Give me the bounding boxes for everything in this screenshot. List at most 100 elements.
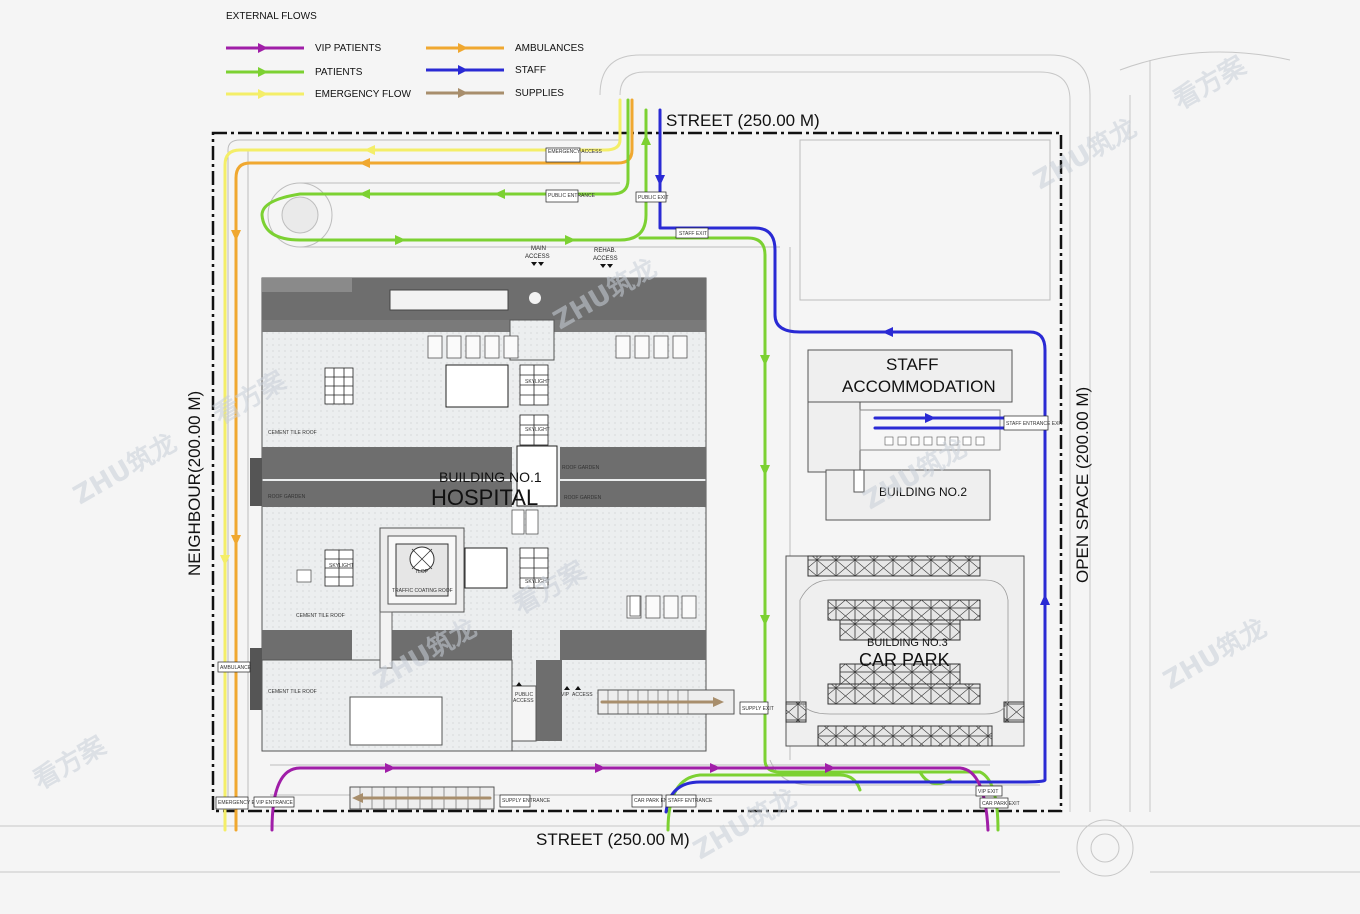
roof-label-garden-1: ROOF GARDEN <box>268 494 306 500</box>
staff-flow-path <box>658 108 1047 814</box>
carpark-number-label: BUILDING NO.3 <box>867 637 948 649</box>
carpark-name-label: CAR PARK <box>859 650 950 670</box>
staff-number-label: BUILDING NO.2 <box>879 485 967 499</box>
flow-arrow-1-3 <box>710 763 721 773</box>
vip-access-line2: ACCESS <box>572 692 593 698</box>
flow-arrow-5-2 <box>220 555 230 566</box>
emergency-flow-path <box>223 98 622 832</box>
roof-label-skylight-2: SKYLIGHT <box>525 427 550 433</box>
flow-arrow-1-2 <box>595 763 606 773</box>
internal-roads <box>227 139 1051 810</box>
supply-entrance-sign: SUPPLY ENTRANCE <box>502 798 551 804</box>
flow-arrow-6-2 <box>352 793 363 803</box>
staff-entrance-exit-sign: STAFF ENTRANCE EXIT <box>1006 421 1063 427</box>
roof-label-skylight-1: SKYLIGHT <box>525 379 550 385</box>
roof-labels: CEMENT TILE ROOF ROOF GARDEN ROOF GARDEN… <box>268 379 602 695</box>
ambulance-sign: AMBULANCE <box>220 665 252 671</box>
vip-exit-sign: VIP EXIT <box>978 789 998 795</box>
public-entrance-sign: PUBLIC ENTRANCE <box>548 193 596 199</box>
flow-arrow-6-1 <box>713 697 724 707</box>
site-labels: STREET (250.00 M) STREET (250.00 M) NEIG… <box>185 111 1092 849</box>
staff-accommodation-path <box>873 416 1007 430</box>
outer-roads <box>0 51 1360 877</box>
hospital-number-label: BUILDING NO.1 <box>439 469 542 485</box>
public-access-line2: ACCESS <box>513 698 534 704</box>
vip-entrance-sign: VIP ENTRANCE <box>256 800 294 806</box>
car-park-exit-sign: CAR PARK EXIT <box>982 801 1020 807</box>
legend-label-4: STAFF <box>515 65 546 76</box>
flow-arrow-2-8 <box>641 134 651 145</box>
patient-entrance-path <box>260 98 648 242</box>
flow-arrow-2-5 <box>760 355 770 366</box>
flow-arrow-2-7 <box>760 615 770 626</box>
street-top-label: STREET (250.00 M) <box>666 111 820 130</box>
roof-label-traffic: TRAFFIC COATING ROOF <box>392 588 453 594</box>
flow-arrow-3-1 <box>655 175 665 186</box>
skylights <box>324 364 549 589</box>
roof-label-tlop: TLOP <box>415 569 429 575</box>
roof-label-skylight-3: SKYLIGHT <box>525 579 550 585</box>
flow-arrow-2-1 <box>359 189 370 199</box>
vip-access-line1: VIP <box>561 692 570 698</box>
roof-label-garden-3: ROOF GARDEN <box>564 495 602 501</box>
staff-exit-sign: STAFF EXIT <box>679 231 707 237</box>
flow-arrow-2-3 <box>395 235 406 245</box>
street-bottom-label: STREET (250.00 M) <box>536 830 690 849</box>
flow-arrow-5-1 <box>364 145 375 155</box>
roof-label-cement-2: CEMENT TILE ROOF <box>296 613 345 619</box>
flow-arrow-4-2 <box>231 230 241 241</box>
main-access-line1: MAIN <box>531 246 546 252</box>
flow-arrow-2-2 <box>494 189 505 199</box>
site-boundary <box>211 131 1063 813</box>
roof-label-cement-1: CEMENT TILE ROOF <box>268 430 317 436</box>
public-access-line1: PUBLIC <box>515 692 533 698</box>
legend-arrow-2 <box>458 43 468 53</box>
flow-arrow-2-4 <box>565 235 576 245</box>
flow-arrow-3-4 <box>925 413 936 423</box>
hospital-building <box>250 277 707 752</box>
roof-label-skylight-4: SKYLIGHT <box>329 563 354 569</box>
flow-arrow-4-3 <box>231 535 241 546</box>
legend-title: EXTERNAL FLOWS <box>226 11 317 22</box>
legend-label-5: EMERGENCY FLOW <box>315 89 411 100</box>
legend-label-3: PATIENTS <box>315 67 363 78</box>
legend-arrow-1 <box>258 43 268 53</box>
ambulance-flow-path <box>234 98 634 832</box>
external-flows <box>220 98 1050 832</box>
flow-arrow-2-6 <box>760 465 770 476</box>
main-access-line2: ACCESS <box>525 254 550 260</box>
building-labels: BUILDING NO.1 HOSPITAL STAFF ACCOMMODATI… <box>431 355 996 670</box>
open-space-label: OPEN SPACE (200.00 M) <box>1073 387 1092 583</box>
legend: EXTERNAL FLOWS VIP PATIENTS AMBULANCES PAT… <box>226 11 584 100</box>
legend-arrow-5 <box>258 89 268 99</box>
legend-label-6: SUPPLIES <box>515 88 564 99</box>
hospital-name-label: HOSPITAL <box>431 485 538 510</box>
legend-arrow-3 <box>258 67 268 77</box>
roof-label-cement-3: CEMENT TILE ROOF <box>268 689 317 695</box>
public-exit-sign: PUBLIC EXIT <box>638 195 669 201</box>
access-signs: EMERGENCY ACCESS PUBLIC ENTRANCE PUBLIC … <box>215 147 1063 810</box>
rehab-access-line2: ACCESS <box>593 256 618 262</box>
flow-arrow-3-2 <box>882 327 893 337</box>
staff-entrance-sign: STAFF ENTRANCE <box>668 798 713 804</box>
roof-label-garden-2: ROOF GARDEN <box>562 465 600 471</box>
car-park-building <box>785 555 1025 747</box>
flow-arrow-3-3 <box>1040 594 1050 605</box>
rehab-access-line1: REHAB. <box>594 248 617 254</box>
neighbour-label: NEIGHBOUR(200.00 M) <box>185 391 204 576</box>
car-park-entrance-sign: CAR PARK ENTRANCE <box>634 798 689 804</box>
staff-label-line1: STAFF <box>886 355 939 374</box>
legend-arrow-6 <box>458 88 468 98</box>
emergency-access-sign: EMERGENCY ACCESS <box>548 149 602 155</box>
legend-label-2: AMBULANCES <box>515 43 584 54</box>
flow-arrow-4-1 <box>359 158 370 168</box>
legend-label-1: VIP PATIENTS <box>315 43 381 54</box>
flow-arrow-1-1 <box>385 763 396 773</box>
emergency-exit-sign: EMERGENCY EXIT <box>218 800 263 806</box>
legend-arrow-4 <box>458 65 468 75</box>
flow-arrow-1-4 <box>825 763 836 773</box>
staff-label-line2: ACCOMMODATION <box>842 377 996 396</box>
supply-exit-sign: SUPPLY EXIT <box>742 706 774 712</box>
